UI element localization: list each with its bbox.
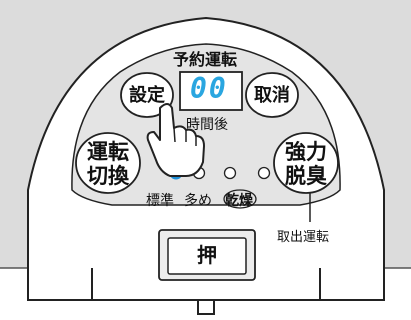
deodorize-button[interactable]: 強力 脱臭 <box>274 134 338 194</box>
cancel-button-shape <box>245 72 299 118</box>
cancel-run-callout: 取出運転 <box>277 230 330 245</box>
timer-title: 予約運転 <box>173 50 238 69</box>
push-button[interactable]: 押 <box>197 243 217 267</box>
mode-dry-label: 乾燥 <box>225 193 253 209</box>
run-switch-label-line2: 切換 <box>87 164 129 188</box>
set-button[interactable]: 設定 <box>129 85 165 106</box>
led-dry <box>223 166 237 180</box>
set-button-shape <box>120 72 174 118</box>
deodorize-label-line1: 強力 <box>285 140 327 164</box>
cancel-button[interactable]: 取消 <box>254 85 290 106</box>
run-switch-label-line1: 運転 <box>87 140 129 164</box>
timer-display: 00 <box>190 72 228 105</box>
run-switch-shape <box>75 132 141 194</box>
led-extra <box>257 166 271 180</box>
deodorize-label-line2: 脱臭 <box>285 164 327 188</box>
hand-pointer-icon <box>146 103 205 177</box>
timer-display-box <box>179 71 243 111</box>
mode-standard-label: 標準 <box>146 193 174 209</box>
mode-large-label: 多め <box>184 193 212 209</box>
run-switch-button[interactable]: 運転 切換 <box>76 134 140 194</box>
hours-after-label: 時間後 <box>186 117 228 133</box>
panel-latch <box>197 299 215 315</box>
deodorize-shape <box>273 132 339 194</box>
